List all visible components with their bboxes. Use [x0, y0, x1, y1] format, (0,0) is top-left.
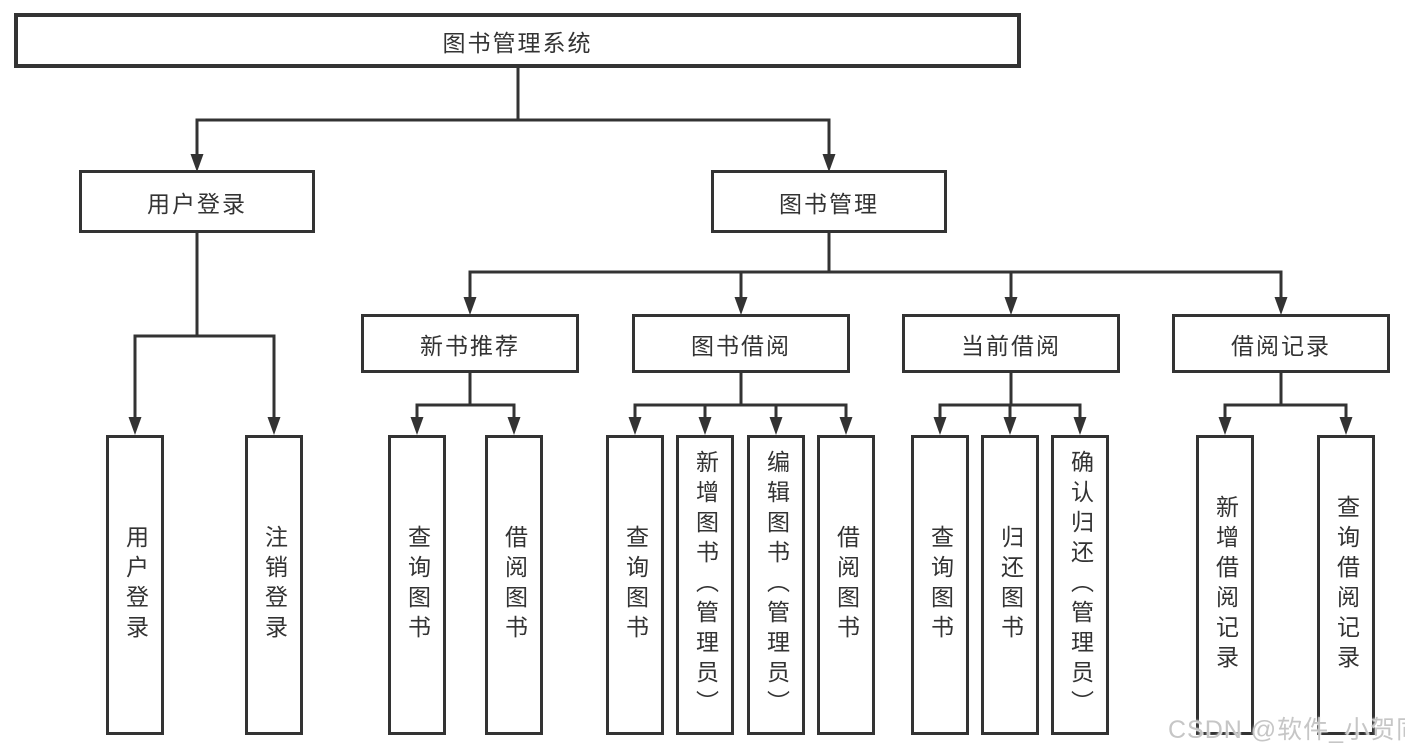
- leaf-br-query-record: 查询借阅记录: [1317, 435, 1375, 735]
- leaf-bb-query-books: 查询图书: [606, 435, 664, 735]
- leaf-br-add-record: 新增借阅记录: [1196, 435, 1254, 735]
- leaf-bb-borrow-books: 借阅图书: [817, 435, 875, 735]
- leaf-bb-add-books-admin: 新增图书（管理员）: [676, 435, 734, 735]
- leaf-bb-edit-books-admin: 编辑图书（管理员）: [747, 435, 805, 735]
- node-borrow-records: 借阅记录: [1172, 314, 1390, 373]
- node-current-borrowing: 当前借阅: [902, 314, 1120, 373]
- leaf-nbr-query-books: 查询图书: [388, 435, 446, 735]
- leaf-cb-query-books: 查询图书: [911, 435, 969, 735]
- leaf-cb-confirm-return-admin: 确认归还（管理员）: [1051, 435, 1109, 735]
- node-user-login: 用户登录: [79, 170, 315, 233]
- leaf-cb-return-books: 归还图书: [981, 435, 1039, 735]
- leaf-nbr-borrow-books: 借阅图书: [485, 435, 543, 735]
- node-book-management: 图书管理: [711, 170, 947, 233]
- leaf-user-login: 用户登录: [106, 435, 164, 735]
- node-book-borrowing: 图书借阅: [632, 314, 850, 373]
- node-new-book-recommend: 新书推荐: [361, 314, 579, 373]
- leaf-logout: 注销登录: [245, 435, 303, 735]
- node-root: 图书管理系统: [14, 13, 1021, 68]
